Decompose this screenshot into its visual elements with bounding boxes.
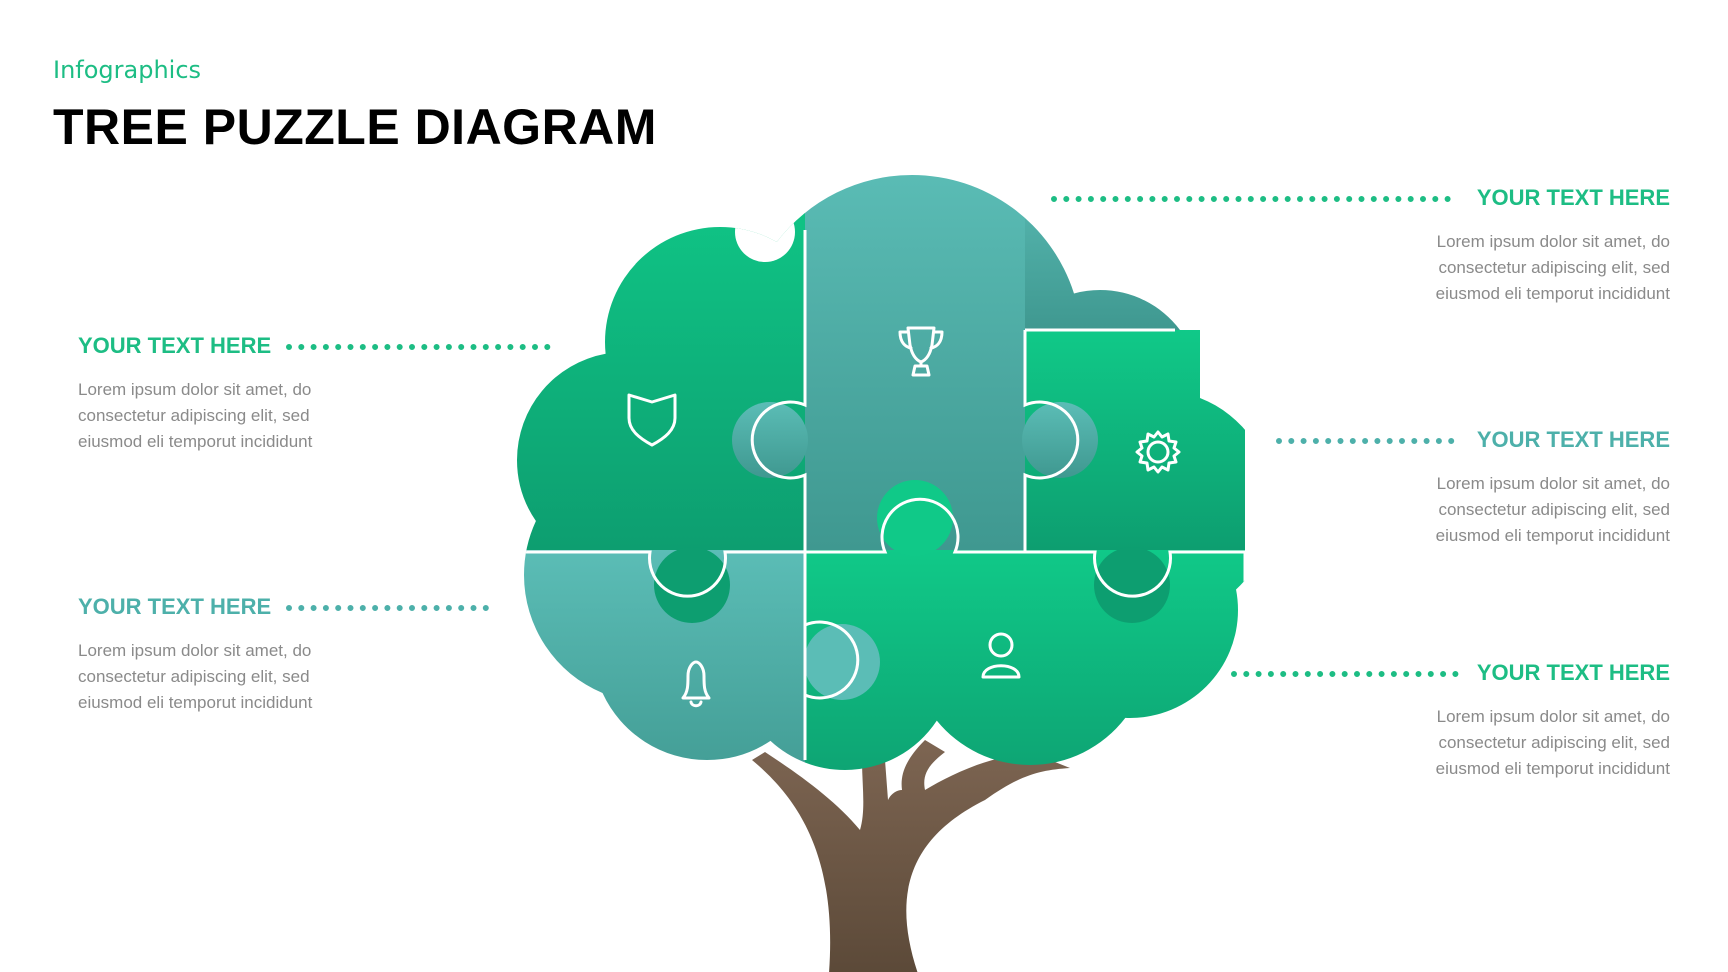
callout-left-1: YOUR TEXT HERE Lorem ipsum dolor sit ame…	[78, 333, 378, 455]
callout-right-1: YOUR TEXT HERE Lorem ipsum dolor sit ame…	[1370, 185, 1670, 307]
gear-icon	[1135, 430, 1181, 474]
connector-dots	[286, 344, 560, 350]
puzzle-piece-shield	[517, 175, 805, 550]
page-title: TREE PUZZLE DIAGRAM	[53, 99, 657, 155]
subtitle: Infographics	[53, 56, 202, 84]
callout-body: Lorem ipsum dolor sit amet, do consectet…	[78, 380, 313, 451]
callout-body: Lorem ipsum dolor sit amet, do consectet…	[78, 641, 313, 712]
callout-heading: YOUR TEXT HERE	[78, 333, 272, 358]
shield-icon	[627, 393, 677, 447]
callout-heading: YOUR TEXT HERE	[1476, 185, 1670, 210]
connector-dots	[286, 605, 500, 611]
callout-body: Lorem ipsum dolor sit amet, do consectet…	[1435, 707, 1670, 778]
callout-right-3: YOUR TEXT HERE Lorem ipsum dolor sit ame…	[1370, 660, 1670, 782]
callout-heading: YOUR TEXT HERE	[78, 594, 272, 619]
callout-left-2: YOUR TEXT HERE Lorem ipsum dolor sit ame…	[78, 594, 378, 716]
callout-body: Lorem ipsum dolor sit amet, do consectet…	[1435, 232, 1670, 303]
callout-heading: YOUR TEXT HERE	[1476, 660, 1670, 685]
connector-dots	[1231, 671, 1459, 677]
callout-right-2: YOUR TEXT HERE Lorem ipsum dolor sit ame…	[1370, 427, 1670, 549]
trophy-icon	[898, 326, 944, 377]
connector-dots	[1051, 196, 1459, 202]
tree-trunk	[752, 740, 1070, 972]
bell-icon	[681, 660, 711, 708]
connector-dots	[1276, 438, 1459, 444]
user-icon	[981, 632, 1021, 679]
callout-body: Lorem ipsum dolor sit amet, do consectet…	[1435, 474, 1670, 545]
puzzle-piece-bell	[517, 550, 805, 770]
callout-heading: YOUR TEXT HERE	[1476, 427, 1670, 452]
